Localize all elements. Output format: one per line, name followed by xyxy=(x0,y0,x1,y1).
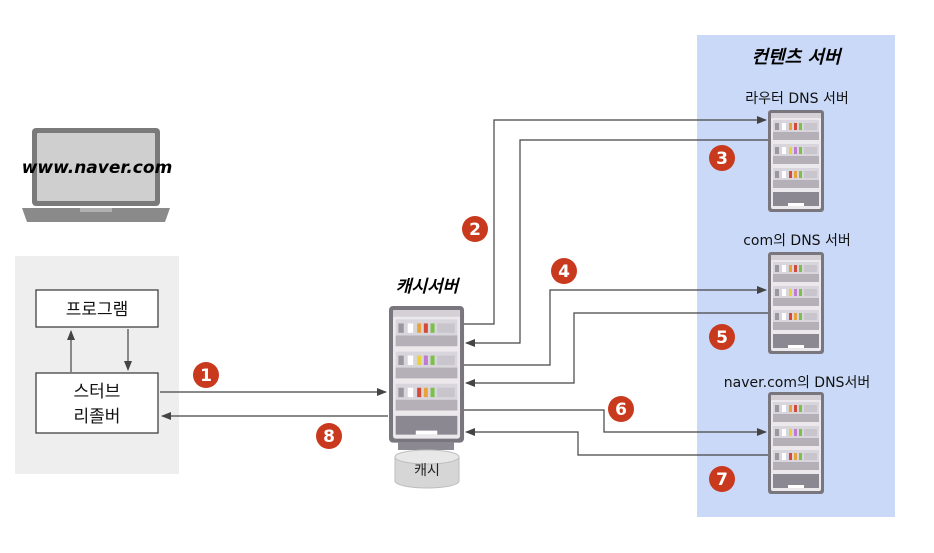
step-badge-7: 7 xyxy=(709,466,735,492)
svg-text:2: 2 xyxy=(469,220,481,240)
laptop-icon xyxy=(22,128,170,222)
step-badge-6: 6 xyxy=(608,396,634,422)
program-label: 프로그램 xyxy=(66,300,129,320)
arrow-step-3 xyxy=(465,139,768,347)
svg-text:7: 7 xyxy=(716,470,728,490)
naver-dns-server-icon xyxy=(768,392,824,494)
program-box xyxy=(35,289,159,328)
step-badge-2: 2 xyxy=(462,216,488,242)
root-dns-label: 라우터 DNS 서버 xyxy=(745,91,848,107)
cache-database-icon xyxy=(394,449,460,489)
root-dns-server-icon xyxy=(768,110,824,212)
content-server-title: 컨텐츠 서버 xyxy=(751,47,843,68)
naver-dns-label: naver.com의 DNS서버 xyxy=(724,375,870,391)
step-badge-5: 5 xyxy=(709,324,735,350)
stub-resolver-box xyxy=(35,372,159,434)
stub-resolver-label-1: 스터브 xyxy=(74,382,121,402)
svg-text:8: 8 xyxy=(323,427,335,447)
svg-text:4: 4 xyxy=(558,262,570,282)
cache-server-base xyxy=(398,442,454,450)
arrow-step-4 xyxy=(464,286,767,366)
step-badge-4: 4 xyxy=(551,258,577,284)
com-dns-label: com의 DNS 서버 xyxy=(743,233,851,249)
svg-text:6: 6 xyxy=(615,400,627,420)
arrow-step-7 xyxy=(465,428,768,456)
cache-server-title: 캐시서버 xyxy=(396,277,461,297)
cache-database-label: 캐시 xyxy=(414,463,440,479)
step-badge-8: 8 xyxy=(316,423,342,449)
arrow-step-6 xyxy=(464,409,767,436)
arrow-step-5 xyxy=(465,312,768,387)
cache-server-icon xyxy=(389,306,465,443)
client-panel xyxy=(15,256,179,474)
stub-resolver-label-2: 리졸버 xyxy=(74,407,121,427)
step-badge-1: 1 xyxy=(193,362,219,388)
svg-text:5: 5 xyxy=(716,328,728,348)
svg-text:1: 1 xyxy=(200,366,212,386)
client-url: www.naver.com xyxy=(22,158,173,178)
com-dns-server-icon xyxy=(768,252,824,354)
step-badge-3: 3 xyxy=(709,145,735,171)
arrow-step-2 xyxy=(464,116,767,325)
svg-text:3: 3 xyxy=(716,149,728,169)
